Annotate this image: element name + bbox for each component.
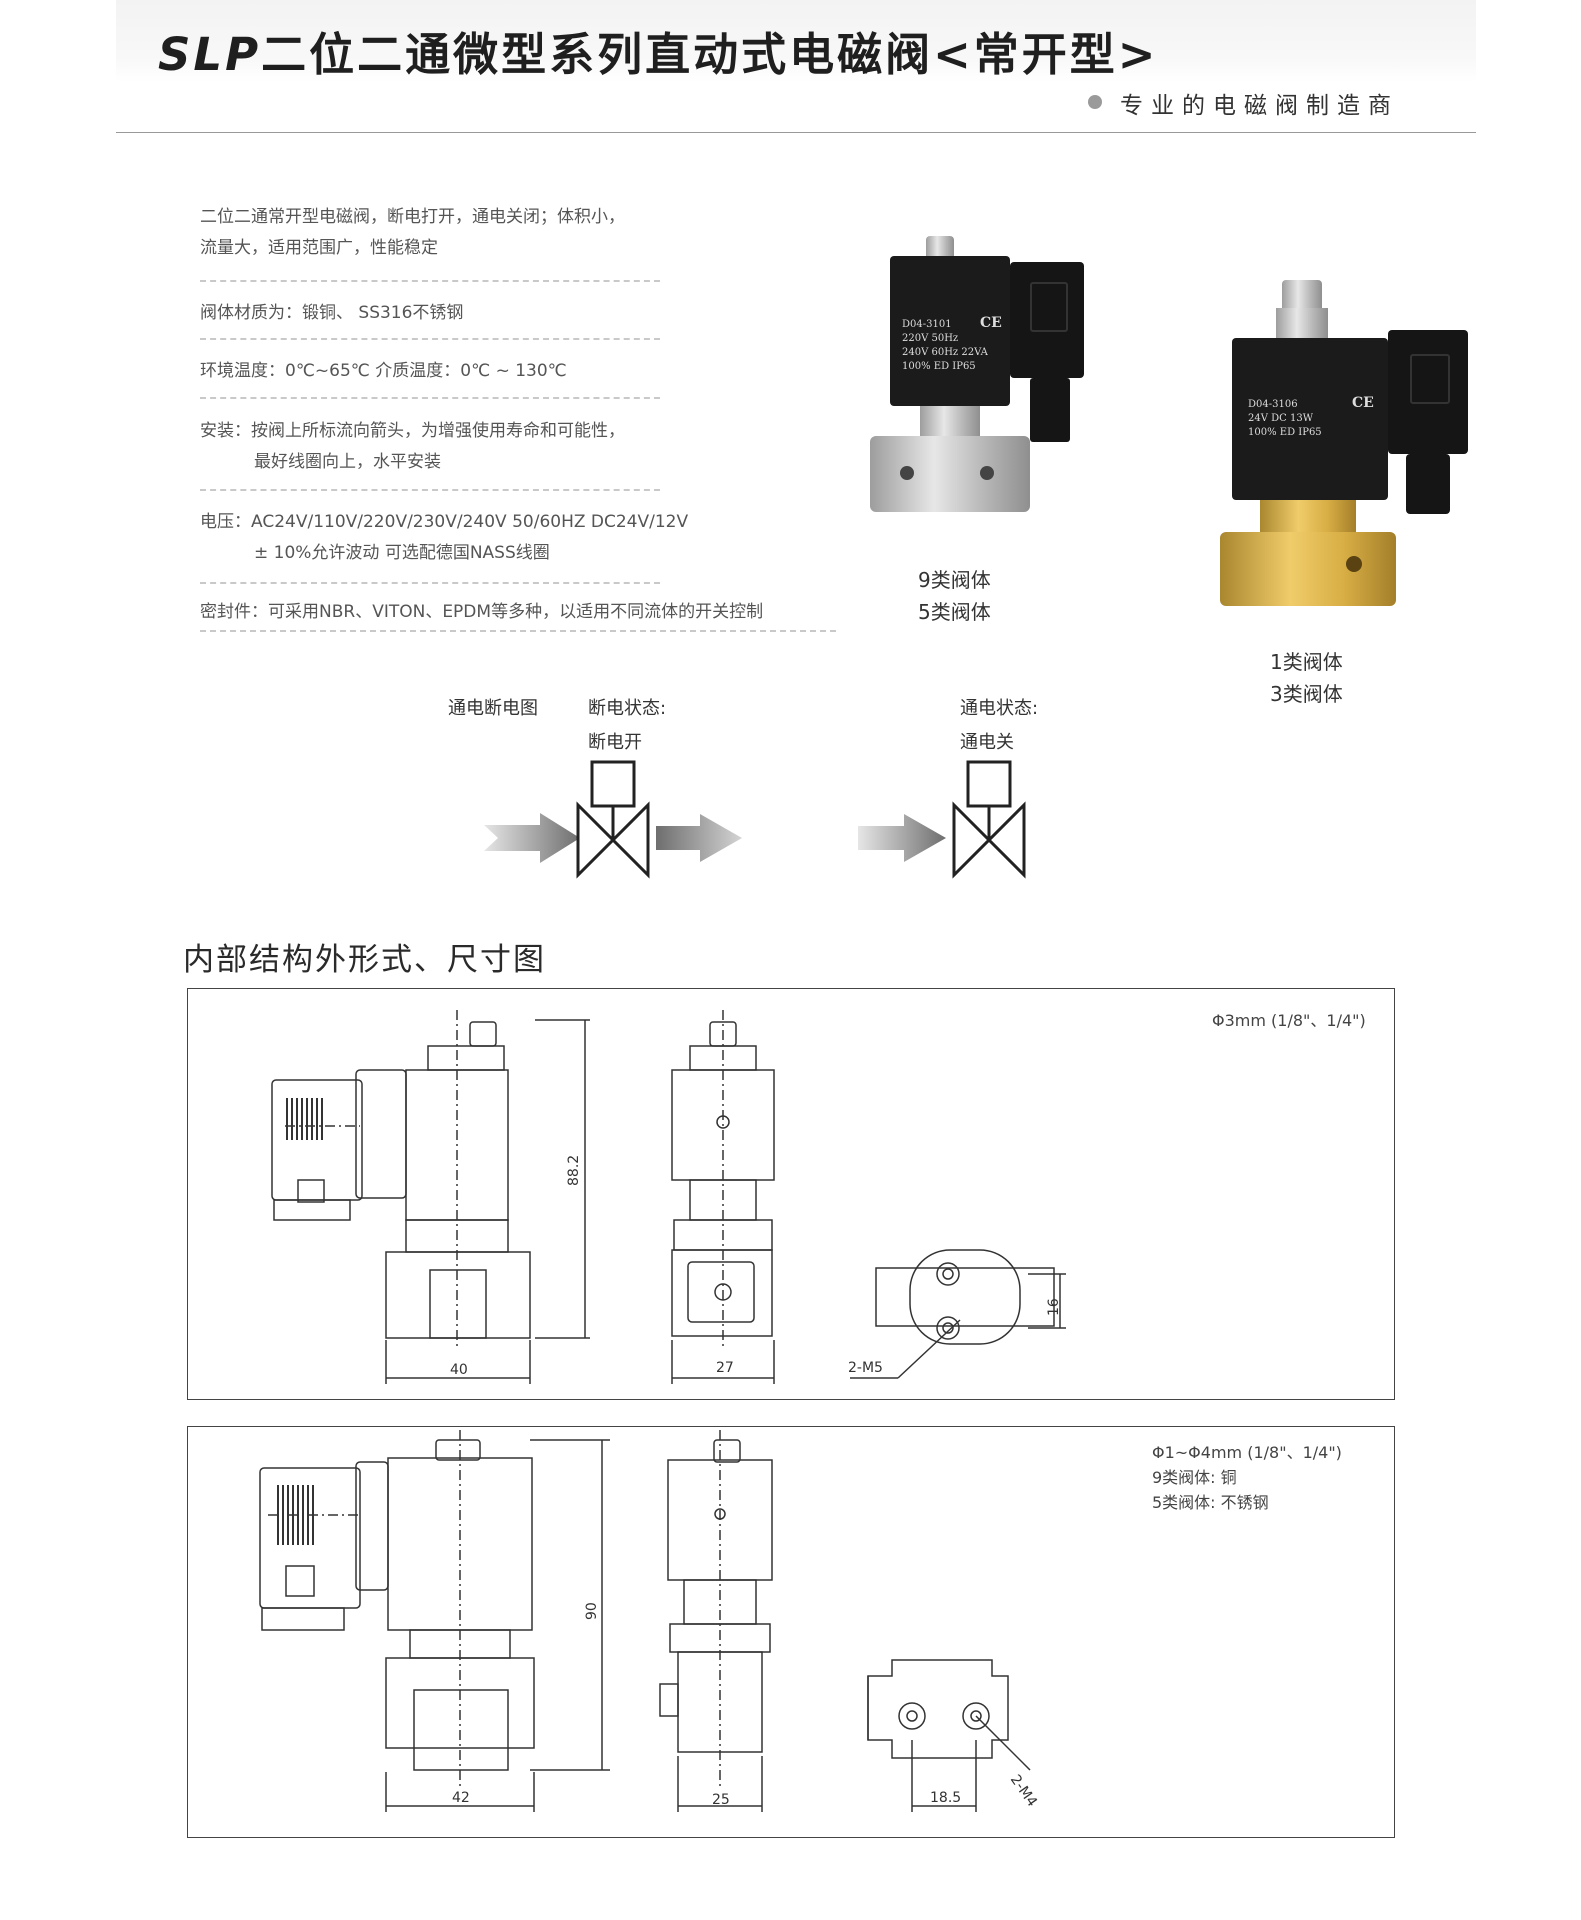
panel2-note-line3: 5类阀体: 不锈钢 bbox=[1152, 1493, 1269, 1512]
spec-desc-line2: 流量大，适用范围广，性能稳定 bbox=[200, 238, 438, 258]
panel2-note-line2: 9类阀体: 铜 bbox=[1152, 1468, 1237, 1487]
caption-left-line2: 5类阀体 bbox=[918, 600, 991, 624]
spec-divider bbox=[200, 489, 660, 491]
panel2-dim-width-front: 42 bbox=[452, 1790, 470, 1806]
section-title: 内部结构外形式、尺寸图 bbox=[183, 942, 546, 978]
bullet-dot-icon bbox=[1088, 95, 1102, 109]
panel1-dim-thread: 2-M5 bbox=[848, 1360, 883, 1376]
cable-gland bbox=[1030, 378, 1070, 442]
on-state-label: 通电状态: bbox=[960, 698, 1039, 719]
coil-label-line: 100% ED IP65 bbox=[902, 361, 976, 372]
coil-body: D04-3101 220V 50Hz 240V 60Hz 22VA 100% E… bbox=[890, 256, 1010, 406]
coil-plug bbox=[1010, 262, 1084, 378]
spec-divider bbox=[200, 338, 660, 340]
spec-divider bbox=[200, 280, 660, 282]
spec-desc-line1: 二位二通常开型电磁阀，断电打开，通电关闭；体积小， bbox=[200, 207, 625, 227]
page-title: SLP二位二通微型系列直动式电磁阀<常开型> bbox=[158, 18, 1159, 83]
panel2-dim-port-spacing: 18.5 bbox=[930, 1790, 962, 1806]
valve-neck bbox=[920, 406, 980, 436]
product-photo-stainless: D04-3101 220V 50Hz 240V 60Hz 22VA 100% E… bbox=[860, 236, 1140, 536]
spec-divider bbox=[200, 582, 660, 584]
header-band bbox=[116, 0, 1476, 82]
coil-body: D04-3106 24V DC 13W 100% ED IP65 CE bbox=[1232, 338, 1388, 500]
flow-diagram-title: 通电断电图 bbox=[448, 698, 538, 719]
coil-label: D04-3106 24V DC 13W 100% ED IP65 bbox=[1248, 398, 1322, 440]
tagline: 专业的电磁阀制造商 bbox=[1120, 93, 1399, 119]
caption-left-line1: 9类阀体 bbox=[918, 568, 991, 592]
product-photo-brass: D04-3106 24V DC 13W 100% ED IP65 CE bbox=[1210, 280, 1510, 630]
caption-right: 1类阀体 3类阀体 bbox=[1270, 646, 1343, 710]
panel1-dim-width-side: 27 bbox=[716, 1360, 734, 1376]
panel1-note: Φ3mm (1/8"、1/4") bbox=[1212, 1011, 1366, 1030]
valve-nut bbox=[926, 236, 954, 258]
spec-temperature: 环境温度：0℃~65℃ 介质温度：0℃ ~ 130℃ bbox=[200, 361, 567, 381]
valve-body bbox=[1220, 532, 1396, 606]
flow-arrow-out-left bbox=[656, 814, 742, 862]
panel2-dim-height: 90 bbox=[584, 1602, 600, 1620]
valve-nut bbox=[1282, 280, 1322, 310]
dimension-panel-1 bbox=[187, 988, 1395, 1400]
spec-seal: 密封件：可采用NBR、VITON、EPDM等多种，以适用不同流体的开关控制 bbox=[200, 602, 764, 622]
panel2-note-line1: Φ1~Φ4mm (1/8"、1/4") bbox=[1152, 1443, 1342, 1462]
title-brand: SLP bbox=[158, 28, 262, 81]
spec-install: 安装：按阀上所标流向箭头，为增强使用寿命和可能性， 最好线圈向上，水平安装 bbox=[200, 416, 660, 478]
spec-material: 阀体材质为：锻铜、 SS316不锈钢 bbox=[200, 303, 464, 323]
coil-label: D04-3101 220V 50Hz 240V 60Hz 22VA 100% E… bbox=[902, 318, 988, 374]
panel1-dim-width-front: 40 bbox=[450, 1362, 468, 1378]
panel2-dim-width-side: 25 bbox=[712, 1792, 730, 1808]
spec-divider bbox=[200, 630, 836, 632]
caption-left: 9类阀体 5类阀体 bbox=[918, 564, 991, 628]
dimension-panel-2 bbox=[187, 1426, 1395, 1838]
off-state-label: 断电状态: bbox=[588, 698, 667, 719]
on-state-result: 通电关 bbox=[960, 732, 1014, 753]
valve-neck bbox=[1260, 500, 1356, 536]
off-state-result: 断电开 bbox=[588, 732, 642, 753]
flow-arrow-in-right bbox=[858, 814, 946, 862]
coil-label-line: 240V 60Hz 22VA bbox=[902, 347, 988, 358]
valve-stem bbox=[1276, 308, 1328, 342]
ce-mark: CE bbox=[980, 315, 1002, 331]
coil-label-line: 24V DC 13W bbox=[1248, 413, 1313, 424]
coil-label-line: 100% ED IP65 bbox=[1248, 427, 1322, 438]
valve-symbol-closed bbox=[952, 760, 1026, 879]
title-text: 二位二通微型系列直动式电磁阀<常开型> bbox=[261, 28, 1159, 81]
coil-label-line: 220V 50Hz bbox=[902, 333, 959, 344]
spec-install-line1: 安装：按阀上所标流向箭头，为增强使用寿命和可能性， bbox=[200, 421, 625, 441]
cable-gland bbox=[1406, 454, 1450, 514]
spec-install-line2: 最好线圈向上，水平安装 bbox=[254, 452, 441, 472]
spec-divider bbox=[200, 397, 660, 399]
spec-voltage: 电压：AC24V/110V/220V/230V/240V 50/60HZ DC2… bbox=[200, 507, 689, 569]
valve-body bbox=[870, 436, 1030, 512]
spec-voltage-line1: 电压：AC24V/110V/220V/230V/240V 50/60HZ DC2… bbox=[200, 512, 689, 532]
ce-mark: CE bbox=[1352, 395, 1374, 411]
coil-label-line: D04-3101 bbox=[902, 319, 952, 330]
coil-plug bbox=[1388, 330, 1468, 454]
header-divider bbox=[116, 132, 1476, 133]
valve-symbol-open bbox=[576, 760, 650, 879]
panel2-note: Φ1~Φ4mm (1/8"、1/4") 9类阀体: 铜 5类阀体: 不锈钢 bbox=[1152, 1440, 1342, 1515]
coil-label-line: D04-3106 bbox=[1248, 399, 1298, 410]
caption-right-line1: 1类阀体 bbox=[1270, 650, 1343, 674]
spec-description: 二位二通常开型电磁阀，断电打开，通电关闭；体积小， 流量大，适用范围广，性能稳定 bbox=[200, 202, 660, 264]
caption-right-line2: 3类阀体 bbox=[1270, 682, 1343, 706]
flow-arrow-in-left bbox=[484, 813, 580, 863]
spec-voltage-line2: ± 10%允许波动 可选配德国NASS线圈 bbox=[254, 543, 550, 563]
